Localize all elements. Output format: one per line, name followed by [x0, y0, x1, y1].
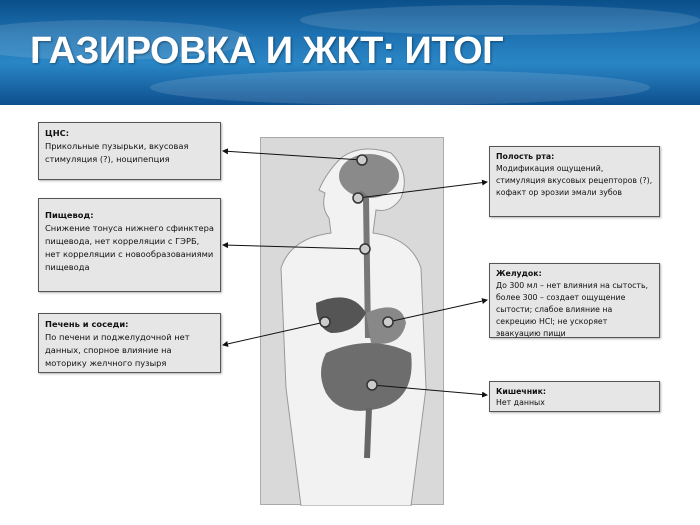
- esophagus-heading: Пищевод:: [45, 210, 94, 220]
- slide-title: ГАЗИРОВКА И ЖКТ: ИТОГ: [30, 30, 504, 72]
- liver-heading: Печень и соседи:: [45, 319, 129, 329]
- intestine-text: Нет данных: [496, 398, 545, 407]
- liver-text: По печени и поджелудочной нет данных, сп…: [45, 332, 190, 368]
- mouth-heading: Полость рта:: [496, 152, 555, 161]
- cns-text: Прикольные пузырьки, вкусовая стимуляция…: [45, 141, 189, 164]
- intestine-box: Кишечник: Нет данных: [489, 381, 660, 412]
- stomach-heading: Желудок:: [496, 269, 542, 278]
- mouth-box: Полость рта: Модификация ощущений, стиму…: [489, 146, 660, 217]
- stomach-text: До 300 мл – нет влияния на сытость, боле…: [496, 281, 649, 338]
- cns-heading: ЦНС:: [45, 128, 70, 138]
- liver-box: Печень и соседи: По печени и поджелудочн…: [38, 313, 221, 373]
- cns-box: ЦНС: Прикольные пузырьки, вкусовая стиму…: [38, 122, 221, 180]
- stomach-box: Желудок: До 300 мл – нет влияния на сыто…: [489, 263, 660, 338]
- esophagus-box: Пищевод: Снижение тонуса нижнего сфинкте…: [38, 198, 221, 292]
- header-banner: ГАЗИРОВКА И ЖКТ: ИТОГ: [0, 0, 700, 105]
- mouth-text: Модификация ощущений, стимуляция вкусовы…: [496, 164, 653, 197]
- intestine-heading: Кишечник:: [496, 387, 547, 396]
- digestive-system-illustration: [260, 137, 444, 507]
- esophagus-text: Снижение тонуса нижнего сфинктера пищево…: [45, 223, 214, 272]
